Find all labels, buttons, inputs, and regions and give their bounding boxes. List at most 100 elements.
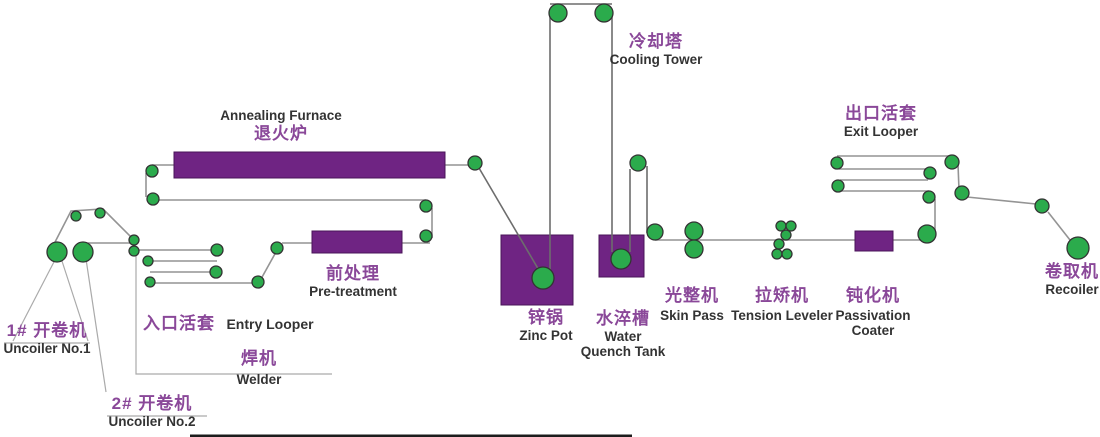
leader-welder xyxy=(135,253,332,375)
tension-leveler-zh: 拉矫机 xyxy=(754,286,809,305)
strip-exit-looper-down xyxy=(957,163,960,191)
entry-looper-exit-roll xyxy=(270,241,284,255)
welder-zh: 焊机 xyxy=(240,349,277,368)
annealing-furnace-block xyxy=(173,151,446,179)
cooling-tower-en: Cooling Tower xyxy=(609,51,703,67)
leader-lines xyxy=(4,253,332,417)
label-tension-leveler: 拉矫机 Tension Leveler xyxy=(731,286,833,323)
annealing-furnace-zh: 退火炉 xyxy=(254,123,308,143)
recoiler-zh: 卷取机 xyxy=(1045,262,1099,281)
passivation-coater-en2: Coater xyxy=(851,323,895,339)
tension-leveler-roll xyxy=(773,238,785,250)
exit-looper-zh: 出口活套 xyxy=(844,104,917,123)
passivation-coater-block xyxy=(854,230,894,252)
water-quench-tank-en1: Water xyxy=(604,328,642,344)
pre-treatment-block xyxy=(311,230,403,254)
deflector-roll xyxy=(646,223,664,241)
skin-pass-en: Skin Pass xyxy=(660,307,724,323)
label-zinc-pot: 锌锅 Zinc Pot xyxy=(519,308,572,343)
label-annealing-furnace: Annealing Furnace 退火炉 xyxy=(220,108,342,143)
welder-en: Welder xyxy=(236,371,282,387)
recoiler-mandrel xyxy=(1066,236,1090,260)
water-quench-tank-en2: Quench Tank xyxy=(580,344,666,360)
pre-treatment-en: Pre-treatment xyxy=(309,283,397,299)
label-uncoiler-2: 2# 开卷机 Uncoiler No.2 xyxy=(108,394,195,429)
entry-looper-roll xyxy=(210,243,224,257)
entry-looper-roll xyxy=(251,275,265,289)
tension-leveler-roll xyxy=(785,220,797,232)
label-passivation-coater: 钝化机 Passivation Coater xyxy=(835,286,910,339)
uncoiler-1-mandrel xyxy=(46,241,68,263)
entry-looper-roll xyxy=(209,265,223,279)
water-quench-tank-block xyxy=(598,234,645,278)
quench-top-roll xyxy=(629,154,647,172)
strip-recoiler-wrap xyxy=(1047,211,1071,241)
leader-uncoiler2 xyxy=(85,258,107,393)
uncoiler-2-mandrel xyxy=(72,241,94,263)
exit-looper-roll xyxy=(954,185,970,201)
uncoiler-1-en: Uncoiler No.1 xyxy=(3,340,91,356)
turn-roll xyxy=(419,199,433,213)
pinch-roll-bottom xyxy=(128,245,140,257)
label-entry-looper: 入口活套 Entry Looper xyxy=(143,314,314,334)
zinc-pot-sink-roll xyxy=(531,266,555,290)
deflector-roll xyxy=(70,210,82,222)
entry-looper-en: Entry Looper xyxy=(226,316,314,332)
label-water-quench-tank: 水淬槽 Water Quench Tank xyxy=(581,309,666,360)
exit-looper-roll xyxy=(922,190,936,204)
exit-looper-bridle-roll xyxy=(917,224,937,244)
recoiler-deflector-roll xyxy=(1034,198,1050,214)
water-quench-tank-zh: 水淬槽 xyxy=(595,309,650,328)
zinc-pot-en: Zinc Pot xyxy=(519,327,573,343)
cooling-tower-zh: 冷却塔 xyxy=(629,32,683,51)
rollers xyxy=(46,3,1090,290)
uncoiler-2-zh: 2# 开卷机 xyxy=(111,394,193,413)
label-uncoiler-1: 1# 开卷机 Uncoiler No.1 xyxy=(3,321,90,356)
leader-uncoiler1-right xyxy=(60,257,89,342)
quench-tank-roll xyxy=(610,248,632,270)
leader-uncoiler1-left xyxy=(12,257,57,342)
skin-pass-roll-top xyxy=(684,221,704,241)
label-welder: 焊机 Welder xyxy=(237,349,282,387)
exit-looper-roll xyxy=(831,179,845,193)
uncoiler-1-zh: 1# 开卷机 xyxy=(6,321,88,340)
exit-looper-roll xyxy=(923,166,937,180)
deflector-roll xyxy=(94,207,106,219)
tension-leveler-roll xyxy=(771,248,783,260)
tower-top-roll xyxy=(548,3,568,23)
equipment-blocks xyxy=(173,151,894,306)
tension-leveler-roll xyxy=(781,248,793,260)
uncoiler-2-en: Uncoiler No.2 xyxy=(108,413,196,429)
label-pre-treatment: 前处理 Pre-treatment xyxy=(309,264,397,299)
exit-looper-roll xyxy=(830,156,844,170)
skin-pass-roll-bottom xyxy=(684,239,704,259)
tension-leveler-roll xyxy=(775,220,787,232)
strip-path-overlay-lines xyxy=(478,3,648,273)
tension-leveler-en: Tension Leveler xyxy=(731,307,833,323)
recoiler-en: Recoiler xyxy=(1045,281,1099,297)
strip-uncoiler1-feed xyxy=(52,208,136,247)
tension-leveler-roll xyxy=(780,229,792,241)
exit-looper-roll xyxy=(944,154,960,170)
strip-to-recoiler xyxy=(966,196,1037,205)
label-exit-looper: 出口活套 Exit Looper xyxy=(844,104,918,139)
annealing-furnace-en: Annealing Furnace xyxy=(220,108,342,123)
furnace-entry-roll xyxy=(145,164,159,178)
tower-top-roll xyxy=(594,3,614,23)
pre-treatment-zh: 前处理 xyxy=(326,264,380,283)
zinc-pot-zh: 锌锅 xyxy=(528,308,564,327)
strip-looper-exit-diagonal xyxy=(260,251,277,280)
turn-roll xyxy=(146,192,160,206)
passivation-coater-zh: 钝化机 xyxy=(845,286,900,305)
label-recoiler: 卷取机 Recoiler xyxy=(1045,262,1099,297)
label-skin-pass: 光整机 Skin Pass xyxy=(660,286,724,323)
furnace-exit-roll xyxy=(467,155,483,171)
entry-looper-roll xyxy=(144,276,156,288)
skin-pass-zh: 光整机 xyxy=(664,286,719,305)
passivation-coater-en1: Passivation xyxy=(835,307,911,323)
entry-looper-zh: 入口活套 xyxy=(143,314,215,333)
strip-into-zinc-pot xyxy=(478,167,541,273)
turn-roll xyxy=(419,229,433,243)
